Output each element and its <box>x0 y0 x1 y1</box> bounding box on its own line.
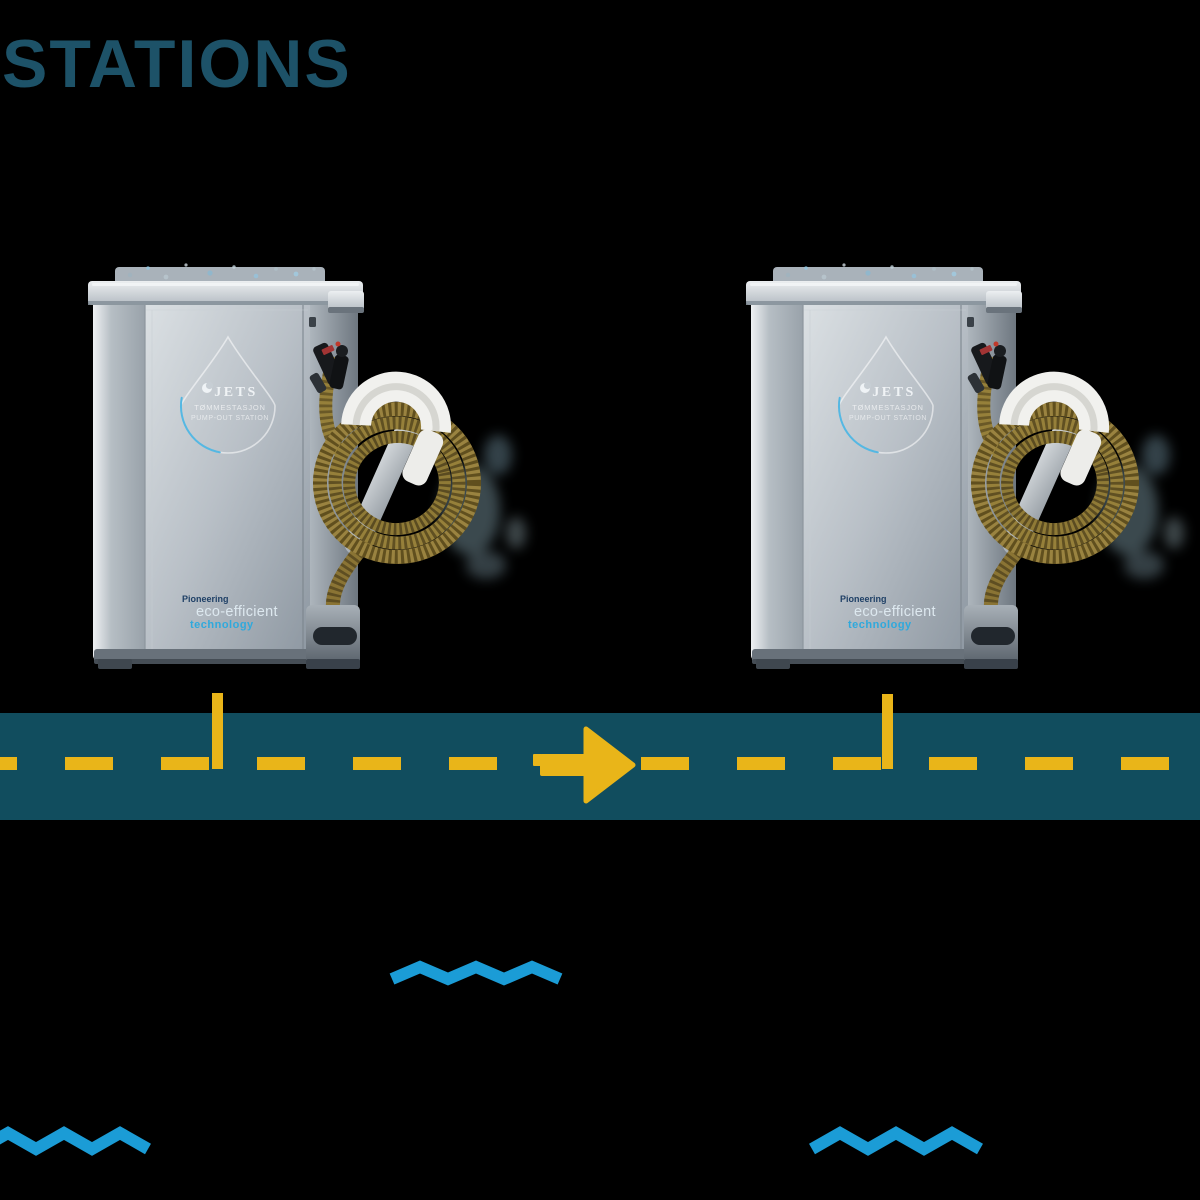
left-foot <box>756 659 790 669</box>
jets-swoosh-icon <box>202 381 214 393</box>
droplet-icon <box>180 335 276 454</box>
jets-brand-text: JETS <box>214 385 257 400</box>
tagline-line3: technology <box>848 619 912 631</box>
station-marker-tick-1 <box>212 693 223 769</box>
droplet-icon <box>838 335 934 454</box>
hose-coil <box>313 356 481 642</box>
tagline-line3: technology <box>190 619 254 631</box>
right-foot <box>964 605 1018 669</box>
jets-brand-text: JETS <box>872 385 915 400</box>
wave-icon-middle <box>389 960 563 986</box>
station-label-line1: TØMMESTASJON <box>852 403 924 412</box>
station-marker-tick-2 <box>882 694 893 769</box>
hose-holster <box>341 371 452 486</box>
hose-connector <box>309 341 349 394</box>
lid-right-bracket <box>328 291 364 311</box>
cabinet-front-panel <box>143 288 310 660</box>
brand-block: JETS TØMMESTASJON PUMP-OUT STATION <box>191 381 269 422</box>
tagline-line1: Pioneering <box>840 594 887 604</box>
right-foot <box>306 605 360 669</box>
cabinet-lid <box>88 281 364 313</box>
tagline-line1: Pioneering <box>182 594 229 604</box>
tagline-line2: eco-efficient <box>854 604 936 620</box>
left-foot <box>98 659 132 669</box>
tagline-line2: eco-efficient <box>196 604 278 620</box>
cabinet-door-frame <box>93 286 145 662</box>
cabinet-base <box>94 649 360 669</box>
cabinet-door-frame <box>751 286 803 662</box>
arrow-right-icon <box>533 726 636 804</box>
wave-icon-bottom-right <box>809 1126 983 1156</box>
cabinet-latch <box>309 317 316 327</box>
station-label-line2: PUMP-OUT STATION <box>191 415 269 422</box>
hose-connector <box>967 341 1007 394</box>
cabinet-latch <box>967 317 974 327</box>
cabinet-body <box>751 286 1016 662</box>
wave-icon-bottom-left <box>0 1126 151 1156</box>
station-label-line2: PUMP-OUT STATION <box>849 415 927 422</box>
page-title: STATIONS <box>2 26 352 102</box>
hose-holster <box>999 371 1110 486</box>
lid-right-bracket <box>986 291 1022 311</box>
cabinet-lid <box>746 281 1022 313</box>
tagline-block: Pioneering eco-efficient technology <box>840 594 936 631</box>
pump-station-2: JETS TØMMESTASJON PUMP-OUT STATION Pione… <box>746 263 1184 669</box>
jets-swoosh-icon <box>860 381 872 393</box>
station-label-line1: TØMMESTASJON <box>194 403 266 412</box>
cabinet-base <box>752 649 1018 669</box>
cabinet-front-panel <box>801 288 968 660</box>
tagline-block: Pioneering eco-efficient technology <box>182 594 278 631</box>
pump-station-1: JETS TØMMESTASJON PUMP-OUT STATION Pione… <box>88 263 526 669</box>
brand-block: JETS TØMMESTASJON PUMP-OUT STATION <box>849 381 927 422</box>
